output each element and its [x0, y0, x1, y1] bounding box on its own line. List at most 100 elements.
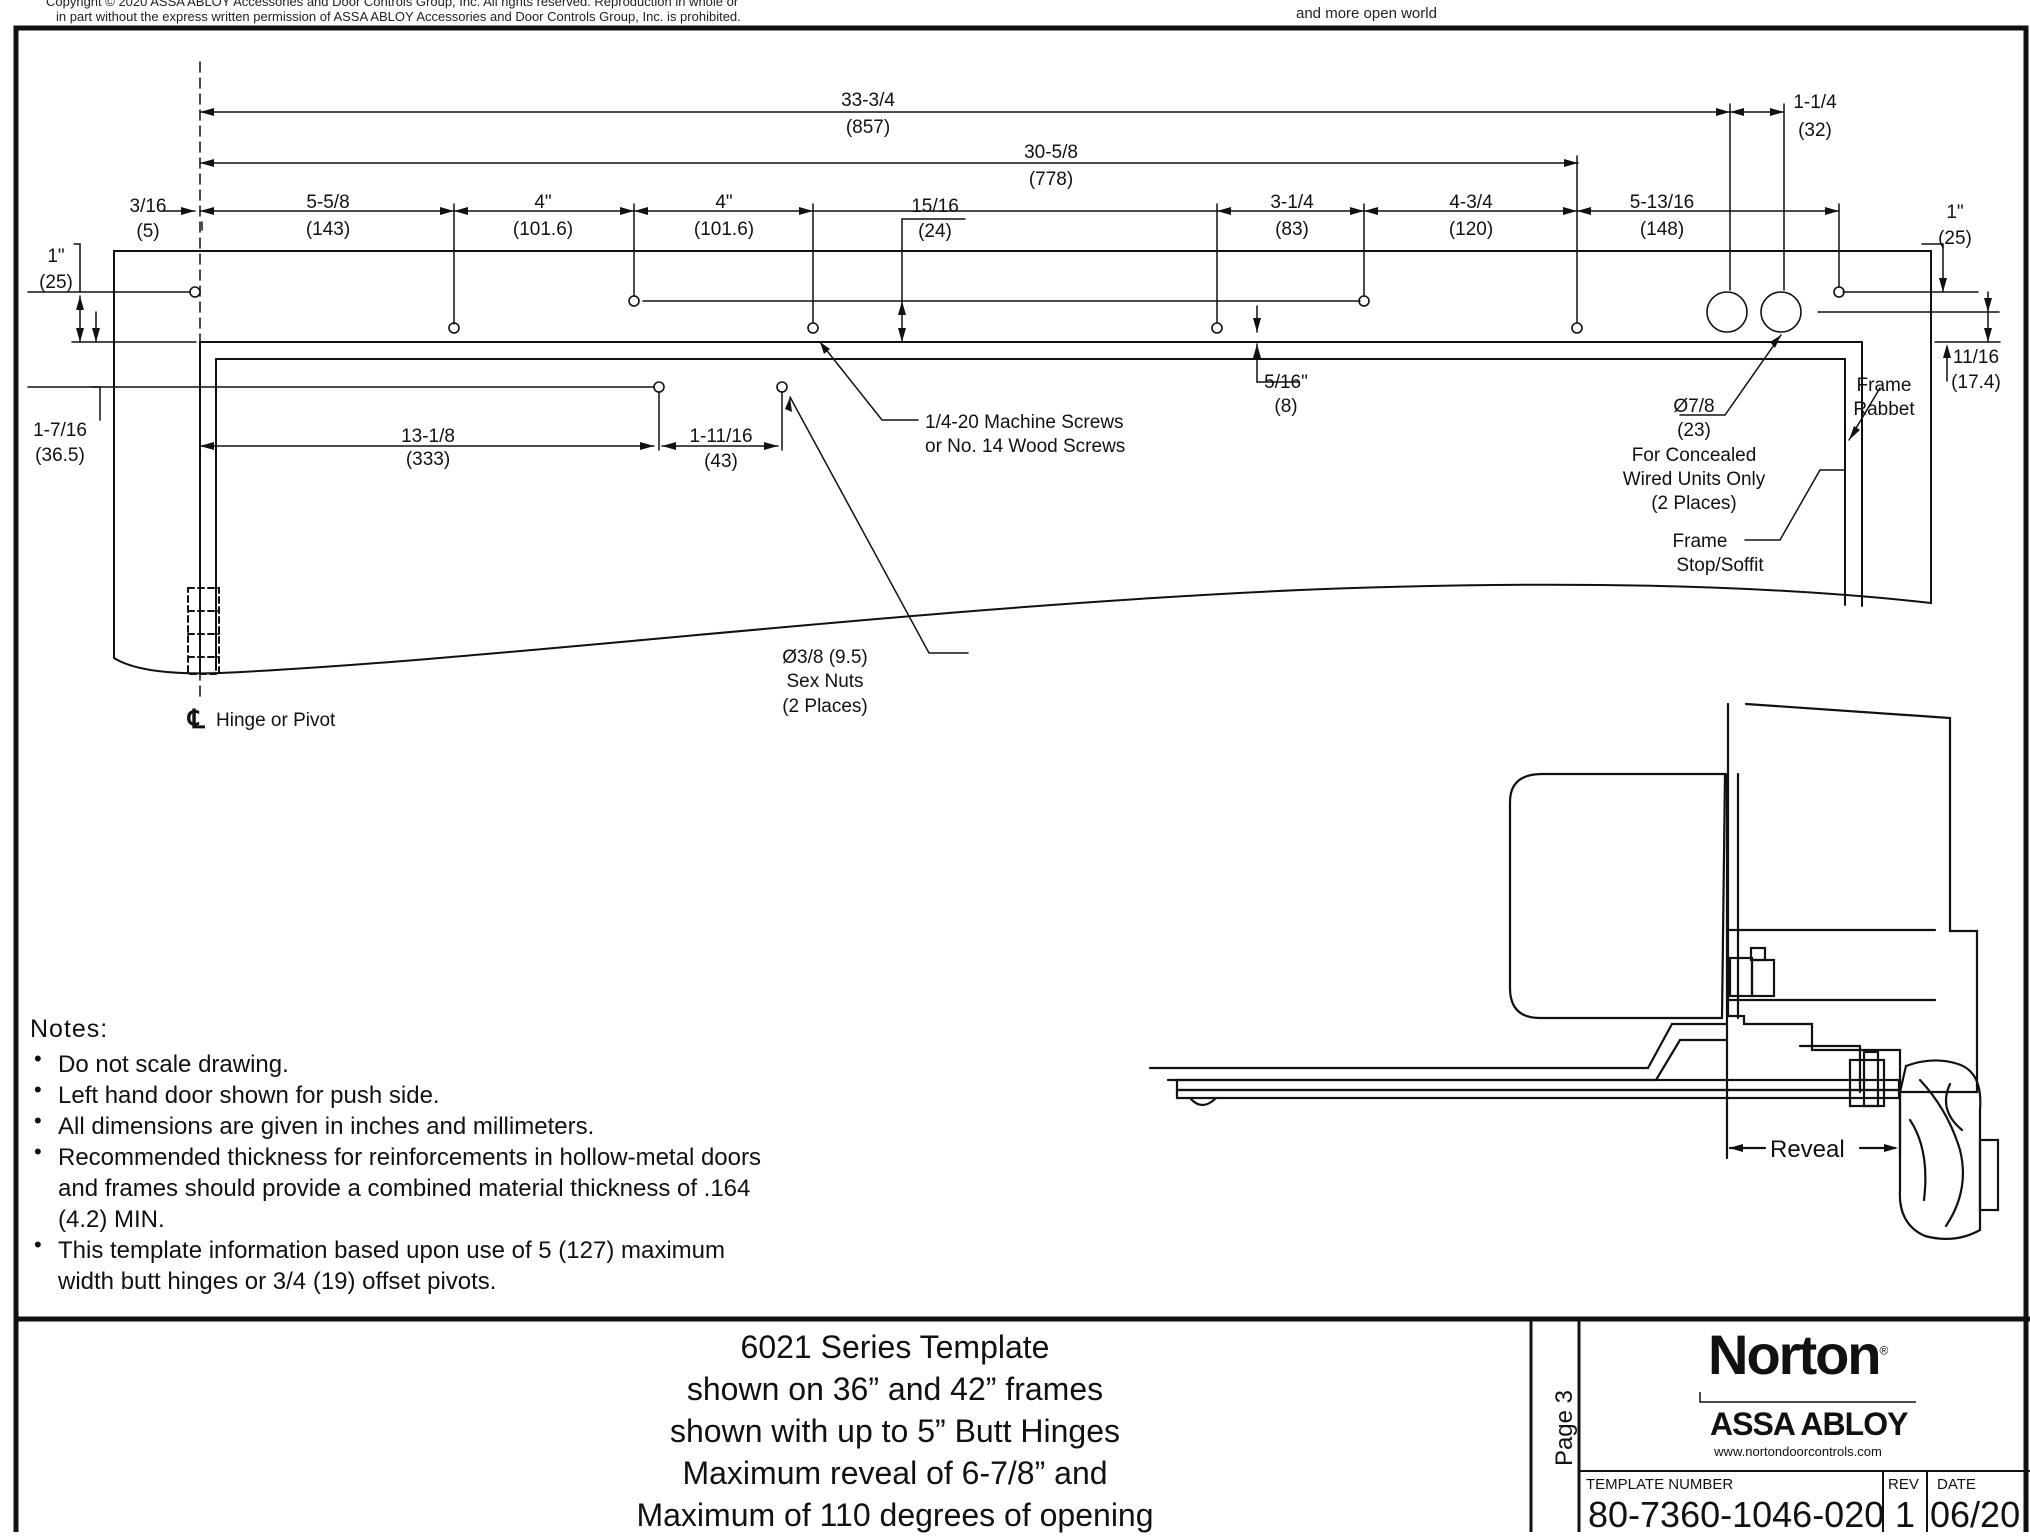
drawing-circle	[628, 295, 640, 307]
hole-label-3: For Concealed	[1632, 445, 1757, 466]
dimension-labels: 33-3/4(857) 1-1/4(32) 30-5/8(778) 3/16(5…	[33, 90, 2001, 472]
drawing-polygon	[1939, 278, 1947, 292]
drawing-path	[1508, 772, 1727, 1020]
dim-15-in: 5/16"	[1264, 372, 1308, 393]
hole-label-2: (23)	[1677, 420, 1711, 441]
drawing-rect	[1728, 956, 1754, 998]
drawing-polygon	[1253, 344, 1261, 358]
drawing-rect	[1749, 946, 1767, 962]
dim-9-mm: (83)	[1275, 219, 1309, 240]
drawing-polyline	[1148, 1022, 1729, 1070]
drawing-polyline	[819, 341, 919, 421]
drawing-circle	[653, 381, 665, 393]
drawing-circle	[1760, 291, 1802, 333]
drawing-polygon	[634, 207, 648, 215]
norton-logo: Norton®	[1708, 1322, 1888, 1387]
dim-11-mm: (148)	[1640, 219, 1684, 240]
dim-2-mm: (32)	[1798, 120, 1832, 141]
drawing-polygon	[1825, 207, 1839, 215]
hole-label-5: (2 Places)	[1651, 493, 1737, 514]
drawing-polygon	[1849, 426, 1860, 440]
mounting-holes	[189, 286, 1845, 393]
date-value: 06/20	[1930, 1494, 2021, 1535]
drawing-polygon	[764, 442, 778, 450]
page-label: Page 3	[1551, 1389, 1578, 1467]
rabbet-label-1: Frame	[1857, 375, 1912, 396]
dim-14-mm: (17.4)	[1951, 372, 2001, 393]
dim-18-in: 1-11/16	[689, 426, 752, 447]
hole-label-1: Ø7/8	[1673, 396, 1714, 417]
dim-7-in: 4"	[715, 192, 732, 213]
drawing-g	[1729, 1144, 1898, 1152]
copyright-line-2: in part without the express written perm…	[56, 9, 741, 24]
hole-label-4: Wired Units Only	[1623, 469, 1766, 490]
drawing-polygon	[620, 207, 634, 215]
template-number: 80-7360-1046-020	[1588, 1494, 1885, 1535]
title-line: Maximum reveal of 6-7/8” and	[682, 1455, 1108, 1491]
dim-12-in: 1"	[47, 246, 64, 267]
drawing-polygon	[1730, 108, 1744, 116]
dim-12-mm: (25)	[39, 272, 73, 293]
drawing-polygon	[200, 442, 214, 450]
drawing-path	[1908, 1118, 1927, 1202]
drawing-polygon	[1716, 108, 1730, 116]
drawing-polygon	[440, 207, 454, 215]
nuts-label-3: (2 Places)	[782, 696, 868, 717]
drawing-rect	[187, 587, 220, 675]
note-item: This template information based upon use…	[30, 1229, 738, 1297]
dim-13-mm: (25)	[1938, 228, 1972, 249]
drawing-polyline	[1819, 429, 1846, 471]
dim-15-mm: (8)	[1274, 396, 1297, 417]
dim-2-in: 1-1/4	[1793, 92, 1837, 113]
drawing-g: Ø7/8 (23) For Concealed Wired Units Only…	[782, 375, 1915, 717]
dim-10-mm: (120)	[1449, 219, 1493, 240]
hinge-label: Hinge or Pivot	[216, 710, 336, 731]
note-item: Left hand door shown for push side.	[30, 1074, 798, 1111]
drawing-polygon	[799, 207, 813, 215]
drawing-rect	[1175, 1078, 1901, 1092]
arrowheads	[76, 108, 1992, 450]
nuts-label-2: Sex Nuts	[786, 671, 863, 692]
drawing-polyline	[1679, 334, 1782, 416]
title-line: 6021 Series Template	[740, 1329, 1050, 1365]
dim-9-in: 3-1/4	[1270, 192, 1314, 213]
drawing-path	[1944, 1082, 1964, 1132]
reveal-label: Reveal	[1770, 1136, 1845, 1163]
drawing-polyline	[1726, 702, 1979, 1094]
drawing-polygon	[181, 207, 195, 215]
drawing-polygon	[1943, 344, 1951, 358]
notes: Notes: Do not scale drawing. Left hand d…	[30, 1014, 798, 1297]
dim-17-mm: (333)	[406, 449, 450, 470]
logo-rule	[1699, 1392, 1916, 1403]
note-item: Do not scale drawing.	[30, 1043, 798, 1080]
drawing-polygon	[1770, 108, 1784, 116]
note-item: All dimensions are given in inches and m…	[30, 1105, 798, 1142]
assa-abloy-logo: ASSA ABLOY	[1710, 1406, 1908, 1442]
dim-18-mm: (43)	[704, 451, 738, 472]
callout-labels: 1/4-20 Machine Screws or No. 14 Wood Scr…	[187, 375, 1915, 1163]
rev-value: 1	[1895, 1494, 1916, 1535]
dim-3-in: 30-5/8	[1024, 142, 1078, 163]
website-url: www.nortondoorcontrols.com	[1714, 1444, 1882, 1459]
rabbet-label-2: Rabbet	[1853, 399, 1915, 420]
drawing-polygon	[1577, 207, 1591, 215]
drawing-circle	[1706, 291, 1748, 333]
drawing-polygon	[454, 207, 468, 215]
dim-4-mm: (5)	[136, 221, 159, 242]
drawing-polygon	[200, 108, 214, 116]
drawing-circle	[189, 286, 201, 298]
screws-label-1: 1/4-20 Machine Screws	[925, 412, 1124, 433]
dim-1-in: 33-3/4	[841, 90, 895, 111]
title-line: Maximum of 110 degrees of opening	[636, 1497, 1154, 1533]
drawing-polygon	[898, 301, 906, 315]
dim-3-mm: (778)	[1029, 169, 1073, 190]
title-line: shown with up to 5” Butt Hinges	[669, 1413, 1120, 1449]
drawing-polygon	[1984, 328, 1992, 342]
drawing-polygon	[76, 328, 84, 342]
drawing-path	[1188, 1096, 1218, 1107]
norton-brand: Norton	[1708, 1323, 1882, 1386]
tagline: and more open world	[1296, 5, 1437, 22]
drawing-polygon	[76, 296, 84, 310]
template-title: 6021 Series Template shown on 36” and 42…	[270, 1326, 1520, 1536]
